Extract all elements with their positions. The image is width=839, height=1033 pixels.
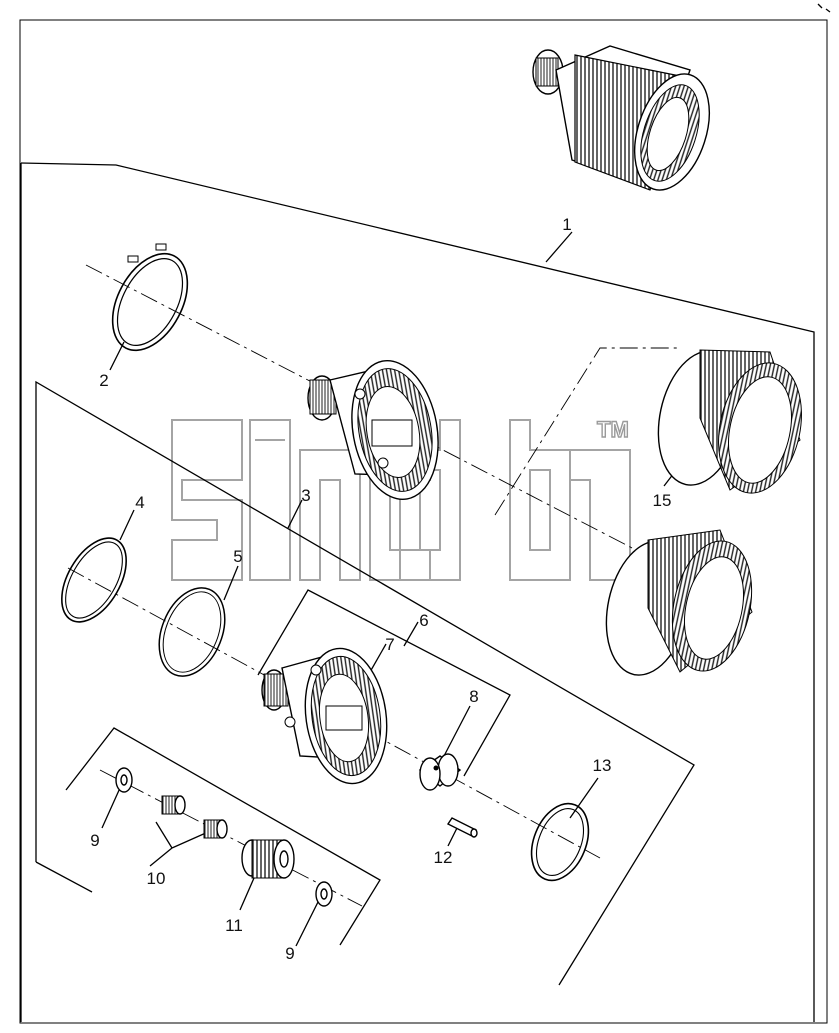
- assembly-outline-6: [257, 589, 511, 777]
- callout-8: 8: [469, 687, 478, 706]
- assembly-outline-3: [35, 380, 695, 986]
- watermark-trademark: TM: [597, 417, 629, 442]
- callout-3: 3: [301, 486, 310, 505]
- callout-13: 13: [593, 756, 612, 775]
- callout-11: 11: [225, 916, 243, 935]
- part-7-planet-carrier: [261, 647, 388, 785]
- part-10-needle-bearing-2: [203, 819, 228, 839]
- part-1-planetary-assembly: [532, 45, 710, 191]
- callout-12: 12: [434, 848, 453, 867]
- part-15-ring-gear-lower: [605, 529, 753, 676]
- assembly-outline-1: [20, 162, 815, 1022]
- drawing-frame: [19, 19, 828, 1024]
- part-9-washer-left: [115, 767, 133, 793]
- callout-15: 15: [653, 491, 672, 510]
- part-10-needle-bearing-1: [161, 795, 186, 815]
- part-9-washer-right: [315, 881, 333, 907]
- callout-6: 6: [419, 611, 428, 630]
- callout-4: 4: [135, 493, 144, 512]
- part-15-ring-gear-upper: [657, 349, 802, 494]
- callout-5: 5: [233, 547, 242, 566]
- callout-7: 7: [385, 635, 394, 654]
- part-3-carrier: [307, 359, 439, 501]
- axis-line-pinion: [99, 769, 363, 907]
- part-4-snap-ring: [61, 537, 127, 623]
- assembly-outline-10: [65, 727, 381, 946]
- callout-9-left: 9: [90, 831, 99, 850]
- callout-2: 2: [99, 371, 108, 390]
- axis-line-upper: [85, 264, 691, 579]
- part-2-snap-ring: [111, 243, 189, 352]
- leader-lines: [101, 231, 685, 947]
- part-11-planet-pinion: [241, 839, 295, 879]
- callout-9-right: 9: [285, 944, 294, 963]
- axis-line-ring-gear: [494, 347, 680, 516]
- part-5-thrust-washer: [158, 587, 226, 677]
- part-13-thrust-washer: [530, 802, 590, 882]
- callout-10: 10: [147, 869, 166, 888]
- corner-mark: [817, 3, 831, 13]
- part-12-pin: [446, 817, 478, 838]
- part-8-bushing: [418, 753, 462, 791]
- callout-1: 1: [562, 215, 571, 234]
